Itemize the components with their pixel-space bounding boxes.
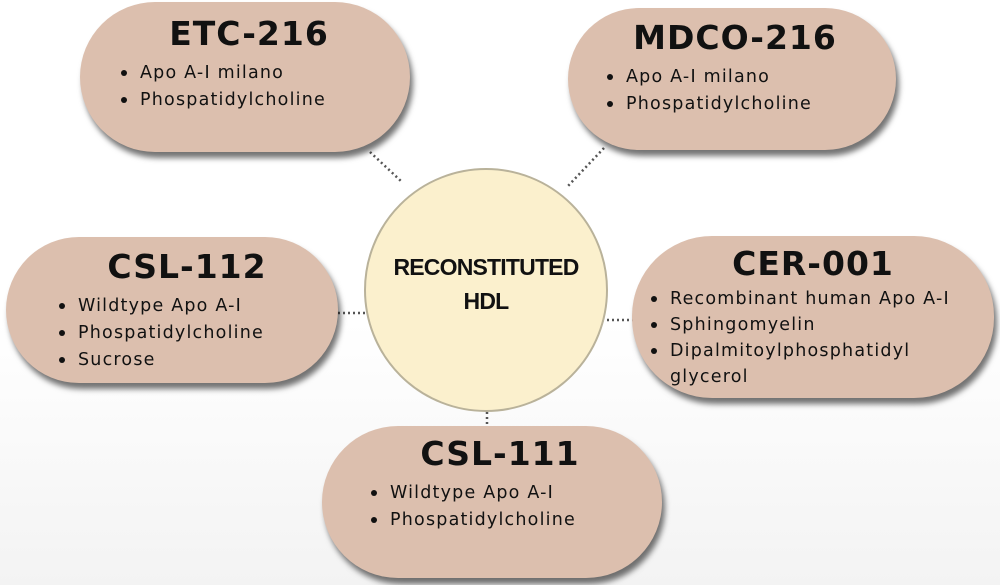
component-item: Wildtype Apo A-I bbox=[56, 293, 318, 320]
node-csl112: CSL-112 Wildtype Apo A-I Phospatidylchol… bbox=[6, 237, 338, 383]
component-list: Wildtype Apo A-I Phospatidylcholine Sucr… bbox=[56, 293, 318, 374]
component-item: Apo A-I milano bbox=[118, 60, 380, 87]
node-title: CSL-111 bbox=[420, 434, 580, 473]
component-item: Phospatidylcholine bbox=[604, 91, 866, 118]
node-cer001: CER-001 Recombinant human Apo A-I Sphing… bbox=[632, 236, 994, 398]
node-title: CER-001 bbox=[732, 244, 894, 283]
connector-etc216 bbox=[369, 151, 403, 183]
node-mdco216: MDCO-216 Apo A-I milano Phospatidylcholi… bbox=[568, 8, 896, 150]
component-item: Dipalmitoylphosphatidyl glycerol bbox=[648, 338, 978, 390]
center-node: RECONSTITUTED HDL bbox=[364, 168, 608, 412]
node-title: CSL-112 bbox=[107, 247, 267, 286]
component-item: Sucrose bbox=[56, 347, 318, 374]
component-item: Phospatidylcholine bbox=[56, 320, 318, 347]
node-title: MDCO-216 bbox=[633, 18, 837, 57]
center-label: RECONSTITUTED HDL bbox=[393, 254, 579, 314]
component-list: Apo A-I milano Phospatidylcholine bbox=[604, 64, 866, 118]
component-list: Apo A-I milano Phospatidylcholine bbox=[118, 60, 380, 114]
connector-mdco216 bbox=[567, 147, 605, 187]
node-etc216: ETC-216 Apo A-I milano Phospatidylcholin… bbox=[80, 2, 410, 152]
component-item: Sphingomyelin bbox=[648, 312, 978, 338]
node-csl111: CSL-111 Wildtype Apo A-I Phospatidylchol… bbox=[322, 426, 662, 578]
node-title: ETC-216 bbox=[169, 14, 329, 53]
component-list: Wildtype Apo A-I Phospatidylcholine bbox=[368, 480, 632, 534]
component-item: Apo A-I milano bbox=[604, 64, 866, 91]
component-item: Wildtype Apo A-I bbox=[368, 480, 632, 507]
component-item: Phospatidylcholine bbox=[118, 87, 380, 114]
component-item: Phospatidylcholine bbox=[368, 507, 632, 534]
component-list: Recombinant human Apo A-I Sphingomyelin … bbox=[648, 286, 978, 390]
component-item: Recombinant human Apo A-I bbox=[648, 286, 978, 312]
